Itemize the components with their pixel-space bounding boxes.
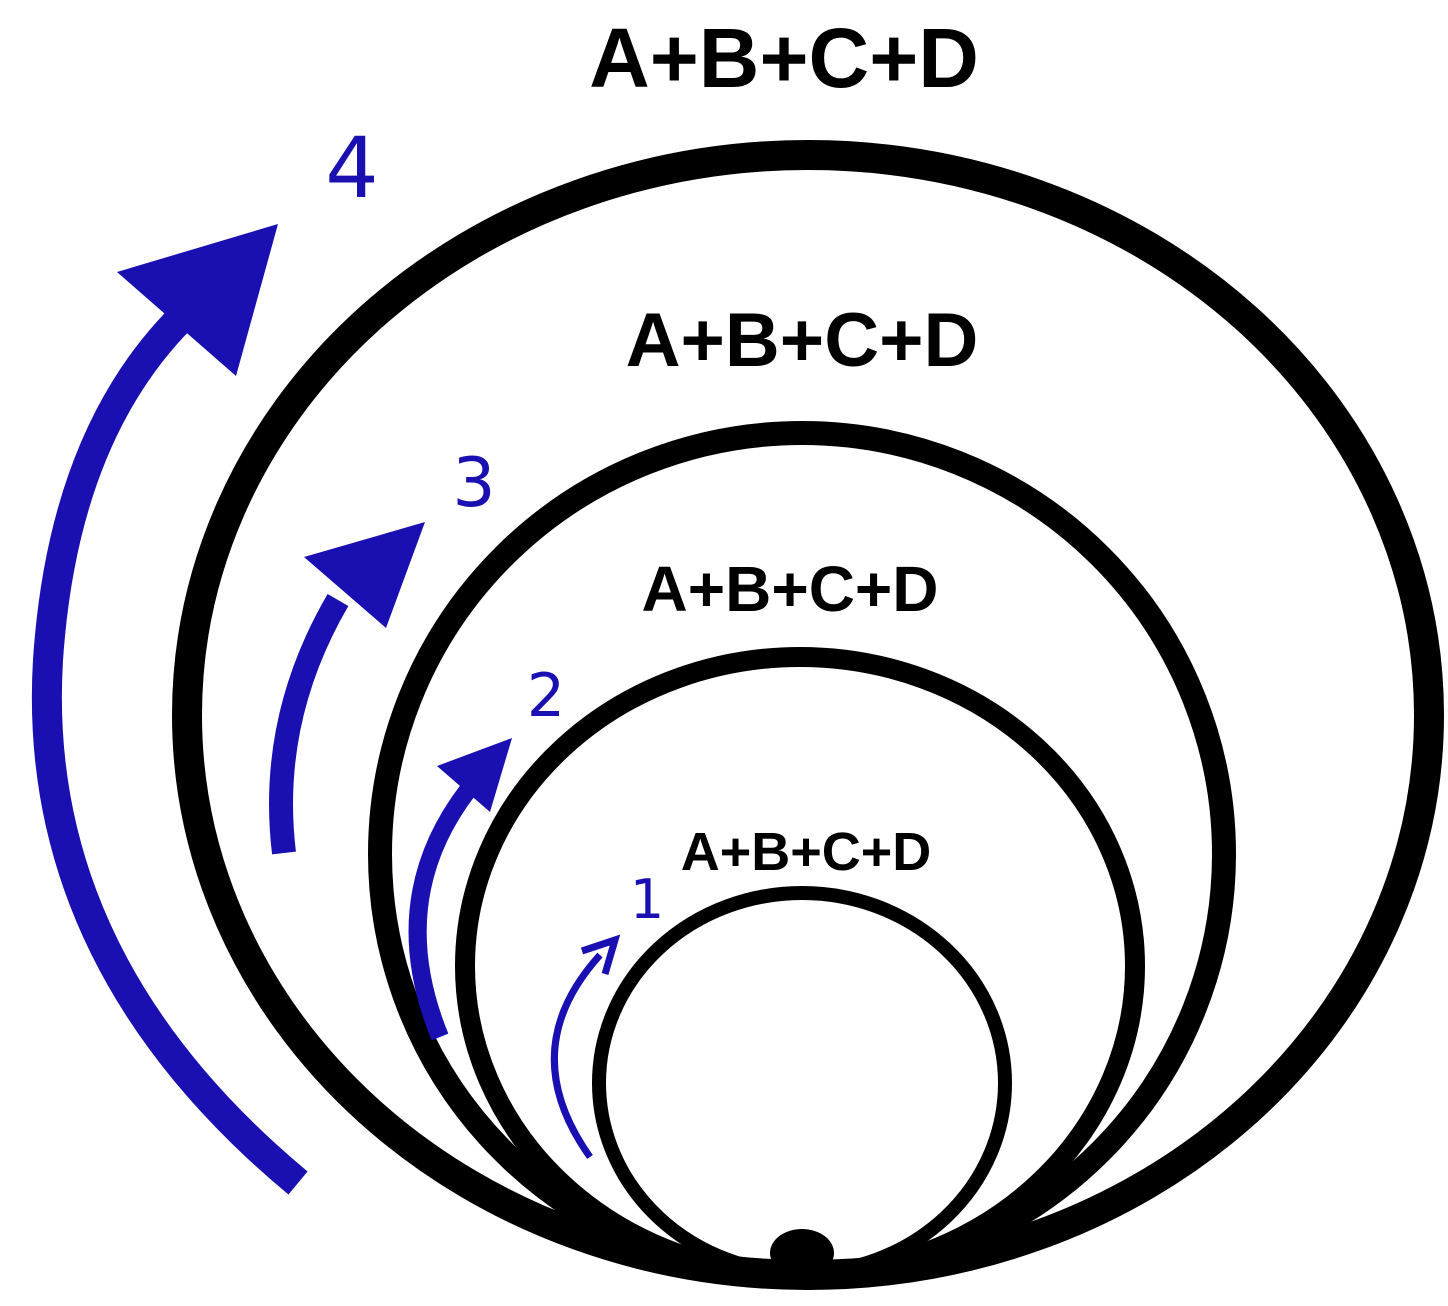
step-number-4: 4 [325,119,378,217]
step-number-2: 2 [527,661,565,731]
base-point [770,1229,834,1277]
ring-label-1: A+B+C+D [681,822,932,882]
growth-arrow-1-head [580,934,621,975]
ring-2 [455,647,1145,1285]
growth-arrow-4 [31,288,308,1195]
ring-label-2: A+B+C+D [642,553,939,625]
ring-label-3: A+B+C+D [626,298,979,383]
growth-arrow-3-head [304,522,425,628]
step-number-1: 1 [630,868,664,931]
growth-arrow-3 [269,593,349,855]
arrows-group [31,224,621,1195]
step-number-3: 3 [452,444,495,523]
growth-arrow-2 [408,784,476,1041]
ring-1-inner [592,886,1012,1280]
growth-arrow-2-head [437,738,512,812]
growth-arrow-4-head [117,224,278,376]
growth-arrow-1 [551,952,603,1160]
ring-label-4: A+B+C+D [589,11,979,105]
